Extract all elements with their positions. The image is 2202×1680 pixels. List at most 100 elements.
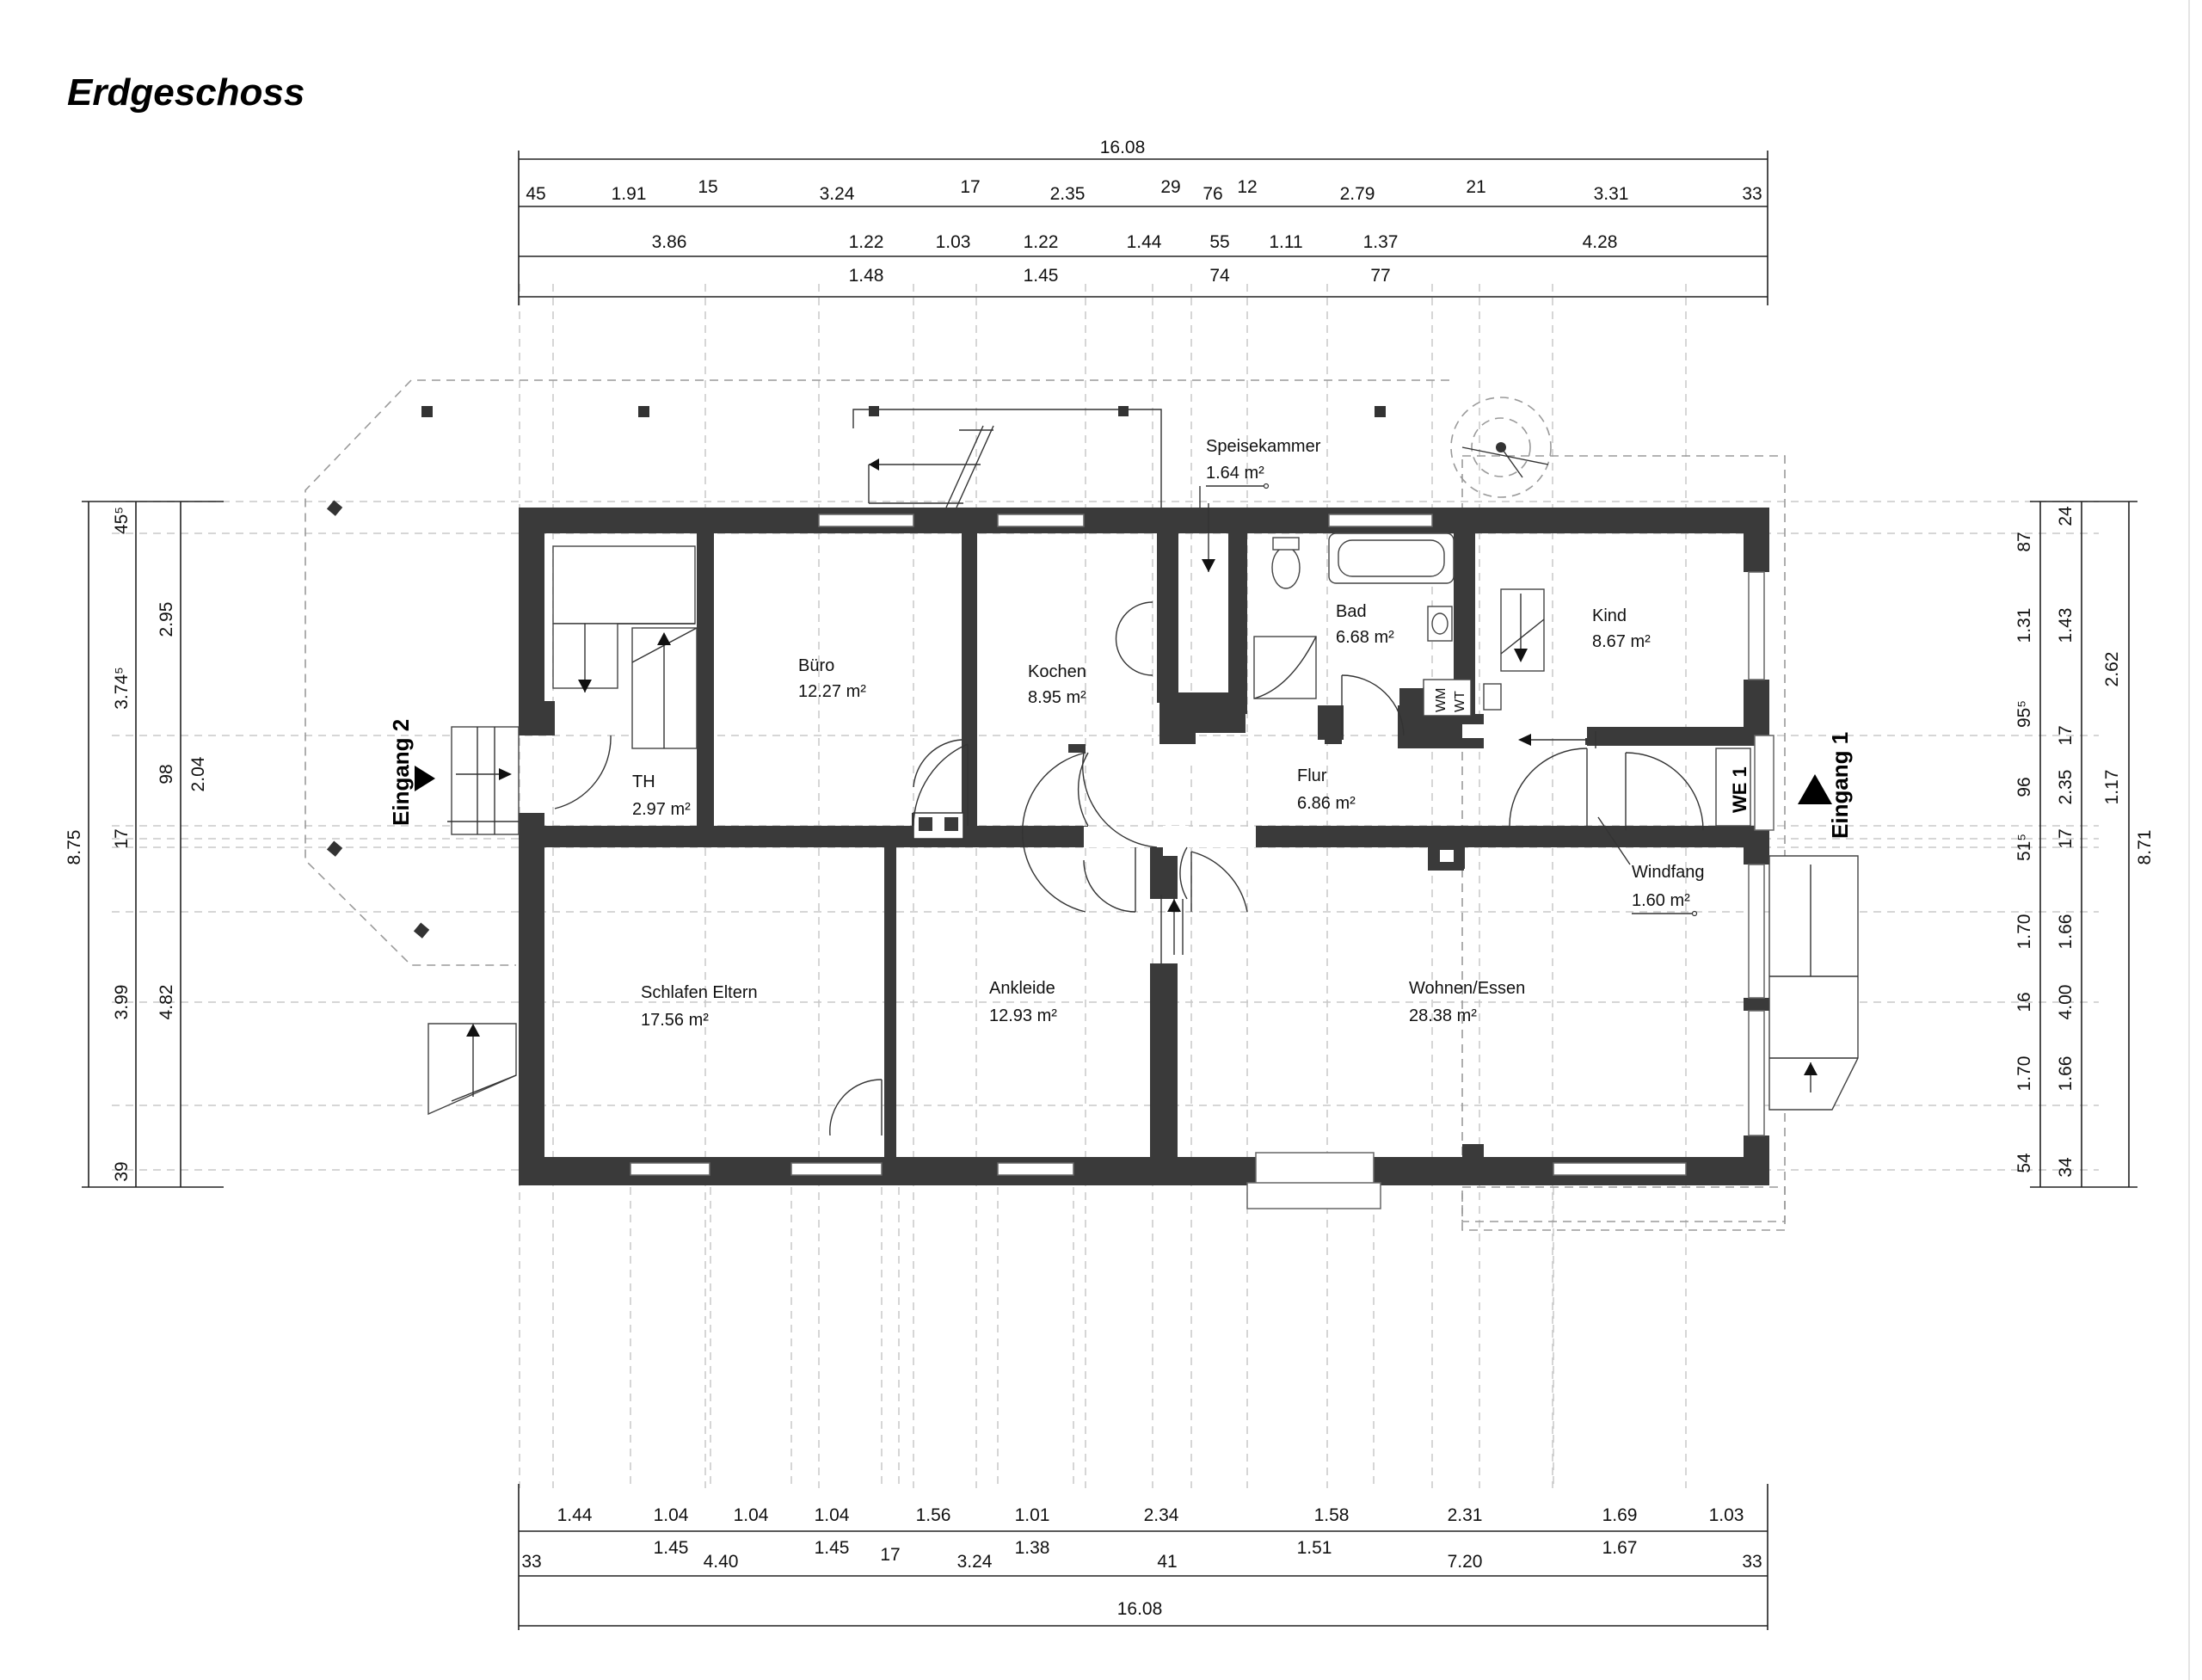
room-bad-area: 6.68 m²: [1336, 628, 1394, 647]
left-dimension-labels: 8.75 45⁵ 3.74⁵ 17 3.99 39 2.95 98 4.82 2…: [65, 507, 208, 1182]
dim-left2-2: 4.82: [157, 985, 176, 1020]
room-buero-area: 12.27 m²: [798, 682, 866, 701]
terrace-posts: [326, 406, 1386, 938]
room-windfang-name: Windfang: [1632, 863, 1705, 882]
dim-top2-8: 4.28: [1583, 232, 1618, 252]
right-dimension-labels: 87 1.31 95⁵ 96 51⁵ 1.70 16 1.70 54 24 1.…: [2014, 506, 2155, 1178]
dim-bot1-8: 2.31: [1448, 1505, 1483, 1525]
dim-right2-5: 1.66: [2056, 914, 2076, 950]
dim-right2-2: 17: [2056, 725, 2076, 745]
fixtures: [427, 442, 1859, 1116]
dim-top1-3: 3.24: [820, 184, 855, 204]
dim-left1-3: 3.99: [112, 985, 132, 1020]
dim-bot2-2: 4.40: [704, 1552, 739, 1572]
dim-bot1-5: 1.01: [1015, 1505, 1050, 1525]
dim-left1-2: 17: [112, 828, 132, 848]
plan-title: Erdgeschoss: [67, 71, 304, 114]
dim-bot1-9: 1.69: [1602, 1505, 1638, 1525]
dim-right1-5: 1.70: [2014, 914, 2034, 950]
dim-right-outer: 8.71: [2135, 830, 2155, 865]
room-schlafen-name: Schlafen Eltern: [641, 983, 758, 1002]
dim-right1-1: 1.31: [2014, 608, 2034, 643]
door-swings: [554, 601, 1704, 1136]
room-th-name: TH: [632, 772, 655, 791]
room-kind-name: Kind: [1592, 606, 1627, 625]
dim-right3-1: 1.17: [2102, 770, 2122, 805]
dim-right1-8: 54: [2014, 1153, 2034, 1173]
dim-bot1-7: 1.58: [1314, 1505, 1350, 1525]
dim-right2-3: 2.35: [2056, 770, 2076, 805]
dim-top1-11: 3.31: [1594, 184, 1629, 204]
dim-bot2-3: 1.45: [815, 1538, 850, 1558]
top-dimensions: [518, 151, 1768, 305]
bottom-dimensions: [518, 1484, 1768, 1630]
label-we1: WE 1: [1729, 766, 1750, 813]
room-th-area: 2.97 m²: [632, 800, 691, 819]
dim-right2-4: 17: [2056, 828, 2076, 848]
room-ankleide-name: Ankleide: [989, 979, 1055, 998]
room-speise-area: 1.64 m²: [1206, 464, 1264, 483]
room-schlafen-area: 17.56 m²: [641, 1011, 709, 1030]
dim-bot2-8: 1.51: [1297, 1538, 1332, 1558]
label-wt: WT: [1453, 691, 1467, 712]
dim-top1-1: 1.91: [612, 184, 647, 204]
dim-bot1-3: 1.04: [815, 1505, 850, 1525]
dim-left2-1: 98: [157, 764, 176, 784]
dim-bot1-2: 1.04: [734, 1505, 769, 1525]
dim-top1-10: 21: [1466, 177, 1485, 197]
dim-right2-0: 24: [2056, 506, 2076, 526]
room-bad-name: Bad: [1336, 602, 1367, 621]
dim-top1-6: 29: [1160, 177, 1180, 197]
dim-bot-total: 16.08: [1117, 1599, 1163, 1619]
right-dimensions: [2030, 501, 2137, 1188]
dim-top2-6: 1.11: [1269, 232, 1302, 252]
dim-bot2-9: 7.20: [1448, 1552, 1483, 1572]
dim-top-total: 16.08: [1100, 138, 1146, 157]
room-kind-area: 8.67 m²: [1592, 632, 1651, 651]
dim-top1-0: 45: [526, 184, 545, 204]
room-labels: Büro 12.27 m² Kochen 8.95 m² Speisekamme…: [632, 437, 1705, 1030]
dim-top2-0: 3.86: [652, 232, 687, 252]
dim-top3-1: 1.45: [1024, 266, 1059, 286]
dim-bot2-6: 1.38: [1015, 1538, 1050, 1558]
dim-bot1-6: 2.34: [1144, 1505, 1179, 1525]
dim-right2-7: 1.66: [2056, 1056, 2076, 1092]
dim-top2-7: 1.37: [1363, 232, 1399, 252]
dim-bot1-0: 1.44: [557, 1505, 593, 1525]
dim-left-outer: 8.75: [65, 830, 84, 865]
dim-top3-3: 77: [1370, 266, 1390, 286]
label-wm: WM: [1434, 688, 1449, 712]
dim-top2-3: 1.22: [1024, 232, 1059, 252]
dim-bot1-10: 1.03: [1709, 1505, 1744, 1525]
room-kochen-area: 8.95 m²: [1028, 688, 1086, 707]
dim-right1-0: 87: [2014, 532, 2034, 551]
leader-lines: [1199, 483, 1698, 917]
dim-top1-2: 15: [698, 177, 717, 197]
bottom-dimension-labels: 1.44 1.04 1.04 1.04 1.56 1.01 2.34 1.58 …: [521, 1505, 1762, 1619]
room-flur-area: 6.86 m²: [1297, 794, 1356, 813]
wall-openings: [913, 744, 1465, 899]
dim-right1-4: 51⁵: [2014, 834, 2034, 861]
room-buero-name: Büro: [798, 656, 834, 675]
dim-right1-7: 1.70: [2014, 1056, 2034, 1092]
windows: [630, 514, 1775, 1209]
dim-right1-2: 95⁵: [2014, 700, 2034, 728]
dim-top1-8: 12: [1237, 177, 1257, 197]
dim-top1-7: 76: [1202, 184, 1222, 204]
dim-right2-6: 4.00: [2056, 985, 2076, 1020]
north-stair: [852, 406, 1162, 508]
terrace-outline: [304, 379, 1786, 1231]
dim-bot2-11: 33: [1742, 1552, 1762, 1572]
dim-bot1-4: 1.56: [916, 1505, 951, 1525]
dim-top2-2: 1.03: [936, 232, 971, 252]
dim-bot2-5: 3.24: [957, 1552, 993, 1572]
dim-top3-2: 74: [1209, 266, 1230, 286]
dim-left1-1: 3.74⁵: [112, 667, 132, 710]
room-speise-name: Speisekammer: [1206, 437, 1321, 456]
dim-top3-0: 1.48: [849, 266, 884, 286]
dim-bot1-1: 1.04: [654, 1505, 689, 1525]
dim-right2-1: 1.43: [2056, 608, 2076, 643]
dim-right1-6: 16: [2014, 992, 2034, 1012]
dim-top1-12: 33: [1742, 184, 1762, 204]
